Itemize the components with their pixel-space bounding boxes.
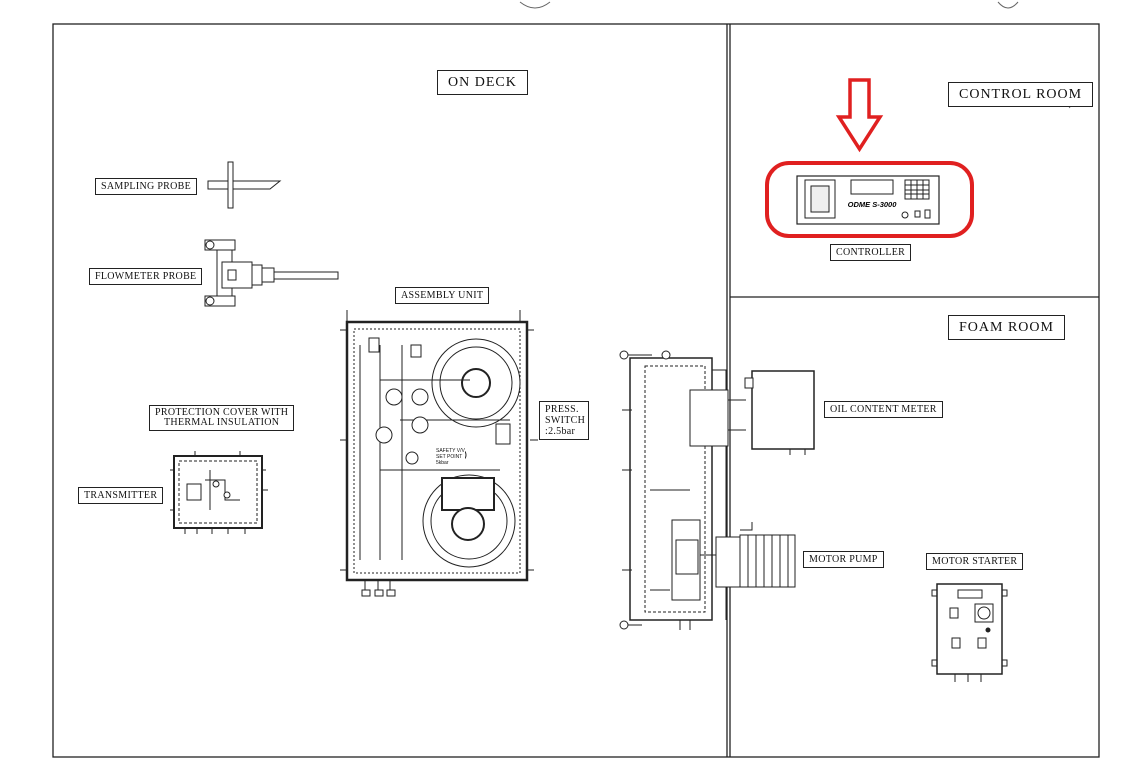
press-switch-line-2: SWITCH — [545, 415, 586, 426]
controller-label: CONTROLLER — [830, 244, 912, 261]
safety-valve-line-3: 5kbar — [436, 460, 449, 466]
sampling-probe-icon — [207, 161, 282, 209]
controller-highlight — [765, 161, 974, 238]
controller-model-label: ODME S-3000 — [848, 200, 898, 209]
pump-skid-icon — [619, 350, 815, 630]
control-room-section-label: CONTROL ROOM — [948, 82, 1094, 107]
down-arrow-icon — [835, 78, 884, 153]
press-switch-line-1: PRESS. — [545, 404, 579, 415]
motor-starter-label: MOTOR STARTER — [926, 553, 1024, 570]
foam-room-section-label: FOAM ROOM — [948, 315, 1065, 340]
safety-valve-annotation: SAFETY V/V SET POINT 5kbar — [436, 448, 465, 466]
safety-valve-line-1: SAFETY V/V — [436, 448, 465, 454]
flowmeter-probe-icon — [204, 239, 339, 307]
safety-valve-line-2: SET POINT — [436, 454, 463, 460]
controller-icon — [796, 175, 940, 225]
protection-cover-label: PROTECTION COVER WITH THERMAL INSULATION — [149, 405, 295, 431]
protection-cover-line-2: THERMAL INSULATION — [164, 417, 280, 428]
motor-pump-label: MOTOR PUMP — [803, 551, 884, 568]
transmitter-box-icon — [170, 451, 268, 534]
motor-starter-icon — [931, 583, 1008, 682]
on-deck-section-label: ON DECK — [437, 70, 528, 95]
press-switch-label: PRESS. SWITCH :2.5bar — [539, 401, 589, 440]
press-switch-line-3: :2.5bar — [545, 426, 576, 437]
protection-cover-line-1: PROTECTION COVER WITH — [155, 407, 289, 418]
sampling-probe-label: SAMPLING PROBE — [95, 178, 198, 195]
flowmeter-probe-label: FLOWMETER PROBE — [89, 268, 203, 285]
transmitter-label: TRANSMITTER — [78, 487, 164, 504]
assembly-unit-label: ASSEMBLY UNIT — [395, 287, 490, 304]
oil-content-meter-label: OIL CONTENT METER — [824, 401, 943, 418]
